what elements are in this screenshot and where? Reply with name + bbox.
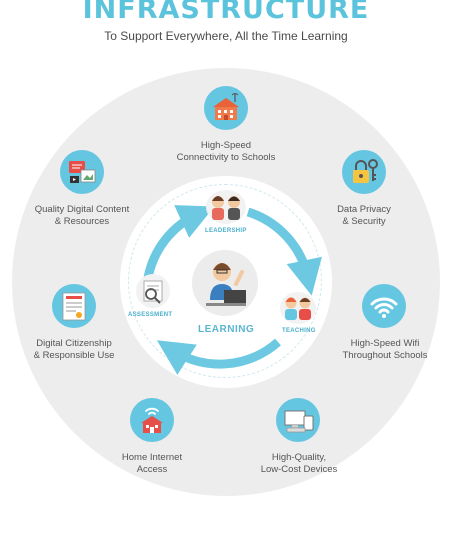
label-citizenship: Digital Citizenship & Responsible Use (33, 338, 115, 361)
devices-icon (276, 398, 320, 442)
learner-figure-icon (192, 250, 258, 316)
label-devices: High-Quality, Low-Cost Devices (260, 452, 338, 475)
lock-key-icon (342, 150, 386, 194)
label-teaching: TEACHING (282, 328, 316, 334)
label-home: Home Internet Access (121, 452, 183, 475)
arrow-leadership-to-teaching (246, 207, 322, 296)
label-privacy: Data Privacy & Security (337, 204, 391, 227)
school-building-icon (204, 86, 248, 130)
leadership-people-icon (206, 190, 246, 224)
certificate-icon (52, 284, 96, 328)
label-learning: LEARNING (198, 324, 255, 335)
assessment-magnifier-icon (136, 274, 170, 308)
label-content: Quality Digital Content & Resources (34, 204, 130, 227)
page-subtitle: To Support Everywhere, All the Time Lear… (104, 29, 348, 43)
label-connectivity: High-Speed Connectivity to Schools (176, 140, 276, 163)
home-wifi-icon (130, 398, 174, 442)
label-assessment: ASSESSMENT (128, 312, 173, 318)
arrow-assessment-to-leadership (143, 205, 215, 279)
media-content-icon (60, 150, 104, 194)
teaching-people-icon (280, 292, 316, 324)
label-leadership: LEADERSHIP (205, 228, 247, 234)
arrow-teaching-to-assessment (156, 338, 281, 375)
label-wifi: High-Speed Wifi Throughout Schools (342, 338, 428, 361)
page-title: INFRASTRUCTURE (82, 0, 370, 25)
wifi-icon (362, 284, 406, 328)
